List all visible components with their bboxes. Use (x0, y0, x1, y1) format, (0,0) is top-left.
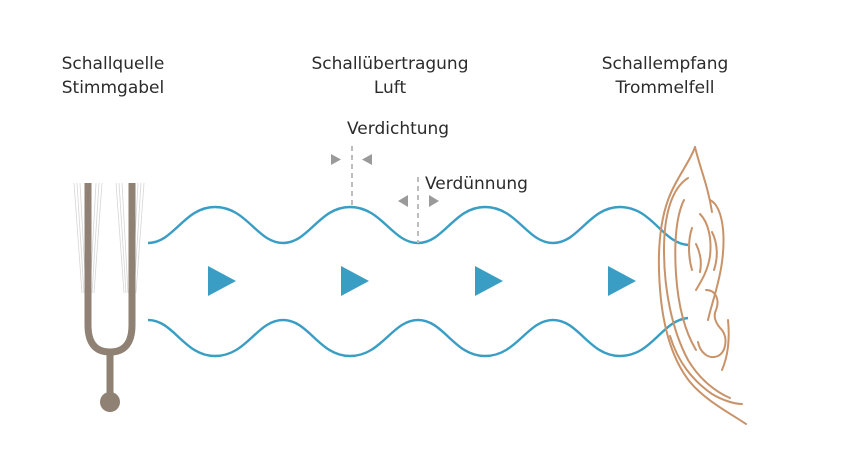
transmission-subtitle: Luft (373, 78, 407, 98)
label-transmission: Schallübertragung Luft (290, 52, 490, 100)
source-subtitle: Stimmgabel (61, 78, 165, 98)
arrow-right-icon (429, 195, 439, 207)
compression-label: Verdichtung (347, 119, 450, 139)
rarefaction-label: Verdünnung (425, 174, 528, 194)
tuning-fork-icon (73, 182, 145, 412)
ear-icon (657, 146, 747, 425)
triangle-right-icon (475, 266, 503, 296)
label-source: Schallquelle Stimmgabel (38, 52, 188, 100)
receiver-subtitle: Trommelfell (615, 78, 715, 98)
transmission-title: Schallübertragung (311, 54, 469, 74)
label-receiver: Schallempfang Trommelfell (585, 52, 745, 100)
wave-bottom (147, 316, 689, 358)
rarefaction-marker (398, 177, 439, 243)
triangle-right-icon (608, 266, 636, 296)
arrow-left-icon (398, 195, 408, 207)
receiver-title: Schallempfang (601, 54, 729, 74)
arrow-right-icon (331, 154, 341, 165)
triangle-right-icon (208, 266, 236, 296)
compression-marker (331, 146, 372, 205)
source-title: Schallquelle (61, 54, 165, 74)
arrow-left-icon (362, 154, 372, 165)
triangle-right-icon (341, 266, 369, 296)
